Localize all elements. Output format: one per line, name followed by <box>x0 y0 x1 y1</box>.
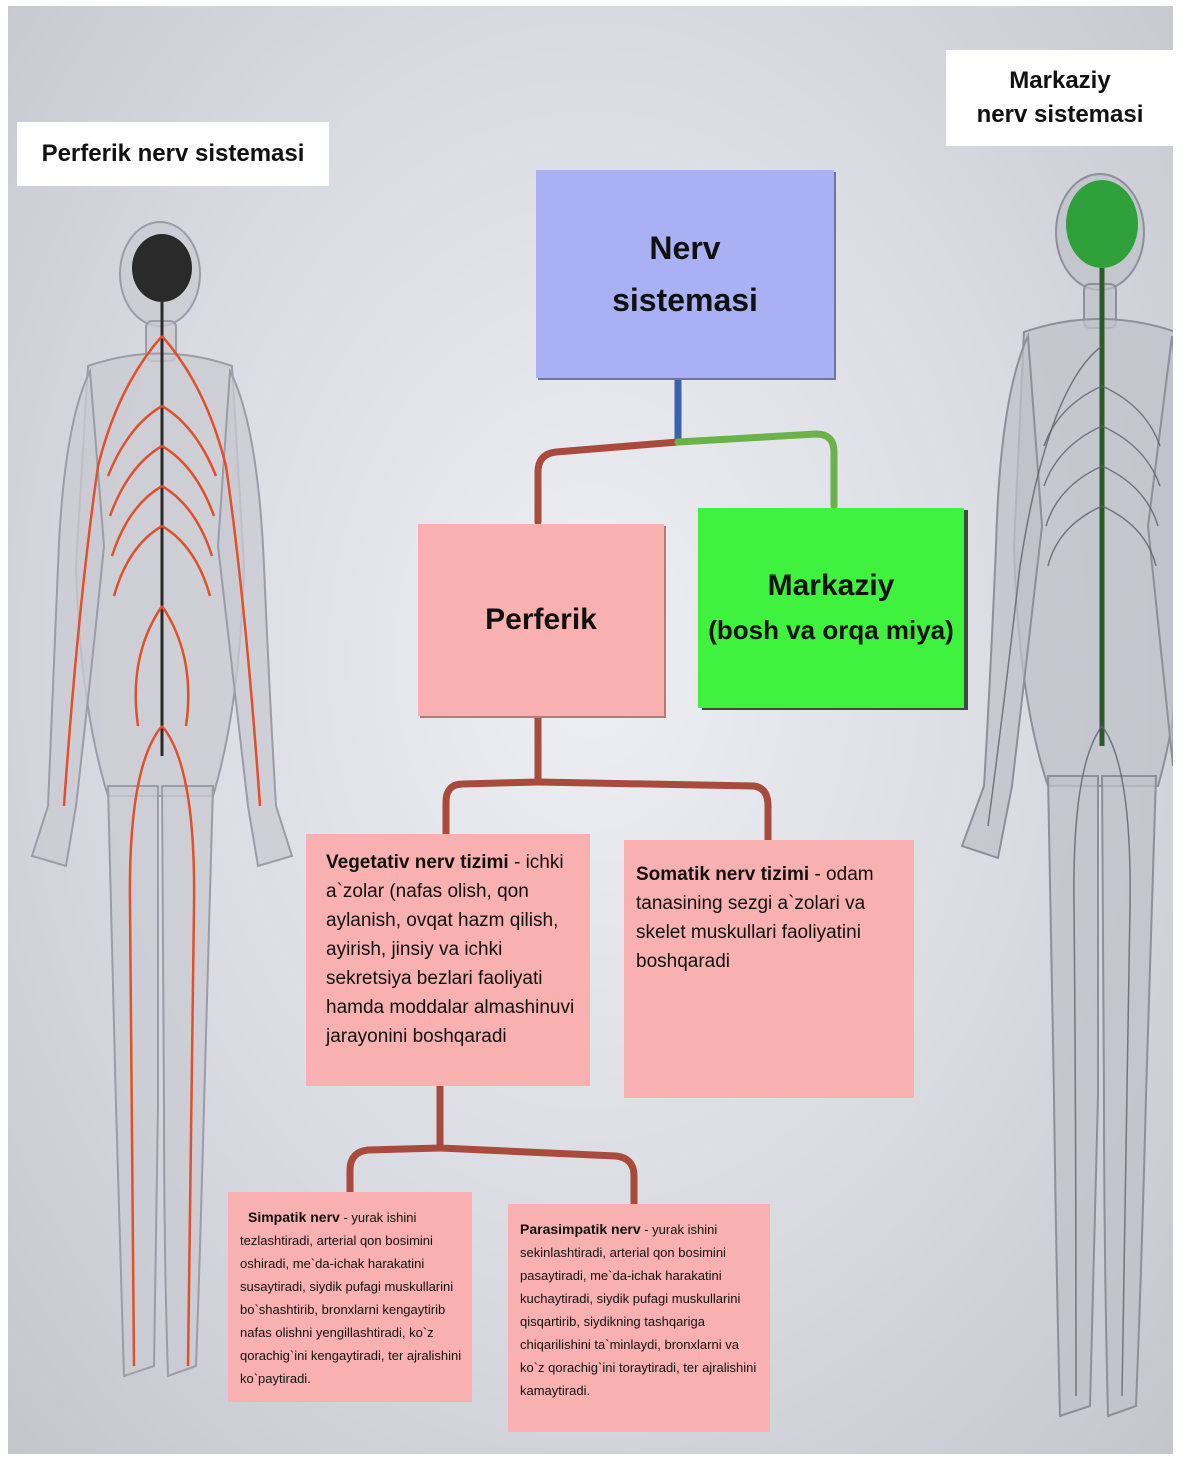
vegetativ-description: Vegetativ nerv tizimi - ichki a`zolar (n… <box>326 848 578 1051</box>
simpatik-description: Simpatik nerv - yurak ishini tezlashtira… <box>240 1206 462 1390</box>
right-figure-left-arm <box>962 336 1042 858</box>
right-figure-brain <box>1066 180 1138 268</box>
simpatik-title: Simpatik nerv <box>240 1209 340 1225</box>
root-node-line1: Nerv <box>649 222 720 274</box>
somatik-title: Somatik nerv tizimi <box>636 864 809 885</box>
vegetativ-title: Vegetativ nerv tizimi <box>326 852 509 873</box>
simpatik-node: Simpatik nerv - yurak ishini tezlashtira… <box>228 1192 472 1402</box>
perferik-title: Perferik <box>485 603 597 637</box>
left-figure-label: Perferik nerv sistemasi <box>17 122 329 186</box>
right-figure-right-leg <box>1102 776 1156 1416</box>
perferik-node: Perferik <box>418 524 664 716</box>
parasimpatik-title: Parasimpatik nerv <box>520 1221 641 1237</box>
right-figure-label-line1: Markaziy <box>1009 64 1110 98</box>
simpatik-text: - yurak ishini tezlashtiradi, arterial q… <box>240 1210 461 1386</box>
parasimpatik-description: Parasimpatik nerv - yurak ishini sekinla… <box>520 1218 758 1402</box>
root-node-line2: sistemasi <box>612 274 758 326</box>
right-figure-label: Markaziy nerv sistemasi <box>946 50 1173 146</box>
markaziy-subtitle: (bosh va orqa miya) <box>708 608 954 652</box>
diagram-board: Perferik nerv sistemasi Markaziy nerv si… <box>8 6 1173 1454</box>
vegetativ-text: - ichki a`zolar (nafas olish, qon aylani… <box>326 852 574 1047</box>
right-figure-label-line2: nerv sistemasi <box>977 98 1144 132</box>
vegetativ-node: Vegetativ nerv tizimi - ichki a`zolar (n… <box>306 834 590 1086</box>
somatik-description: Somatik nerv tizimi - odam tanasining se… <box>636 860 902 976</box>
right-figure-left-leg <box>1048 776 1098 1416</box>
parasimpatik-node: Parasimpatik nerv - yurak ishini sekinla… <box>508 1204 770 1432</box>
left-figure-label-text: Perferik nerv sistemasi <box>42 140 305 168</box>
markaziy-title: Markaziy <box>768 564 895 608</box>
parasimpatik-text: - yurak ishini sekinlashtiradi, arterial… <box>520 1222 756 1398</box>
root-node: Nerv sistemasi <box>536 170 834 378</box>
somatik-node: Somatik nerv tizimi - odam tanasining se… <box>624 840 914 1098</box>
markaziy-node: Markaziy (bosh va orqa miya) <box>698 508 964 708</box>
